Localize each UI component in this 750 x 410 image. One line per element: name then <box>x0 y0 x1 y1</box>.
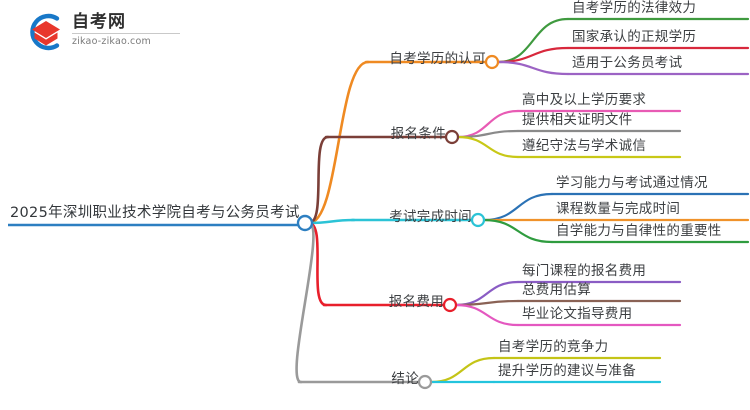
branch-label[interactable]: 报名条件 <box>390 126 446 142</box>
branch-label[interactable]: 自考学历的认可 <box>389 51 486 67</box>
branch-curves <box>295 60 370 384</box>
leaf-label[interactable]: 适用于公务员考试 <box>572 55 683 71</box>
leaf-curve <box>429 356 496 384</box>
leaf-label[interactable]: 学习能力与考试通过情况 <box>556 175 708 191</box>
leaf-curves <box>429 17 570 384</box>
leaf-label[interactable]: 遵纪守法与学术诚信 <box>522 138 647 154</box>
branch-curve <box>307 135 330 225</box>
branch-curve <box>307 60 370 225</box>
node-dots <box>296 54 500 390</box>
branch-node-dot[interactable] <box>417 374 433 390</box>
leaf-curve <box>496 60 570 76</box>
logo-divider <box>72 33 180 34</box>
leaf-label[interactable]: 自考学历的法律效力 <box>572 0 697 16</box>
leaf-label[interactable]: 高中及以上学历要求 <box>522 92 647 108</box>
leaf-underlines <box>492 17 750 384</box>
branch-label[interactable]: 报名费用 <box>388 294 444 310</box>
root-node-label[interactable]: 2025年深圳职业技术学院自考与公务员考试 <box>10 205 300 221</box>
branch-underlines <box>297 60 488 384</box>
leaf-label[interactable]: 自考学历的竞争力 <box>498 339 609 355</box>
leaf-curve <box>454 303 520 327</box>
leaf-label[interactable]: 课程数量与完成时间 <box>556 201 681 217</box>
branch-node-dot[interactable] <box>484 54 500 70</box>
branch-curve <box>295 221 315 384</box>
leaf-label[interactable]: 总费用估算 <box>522 282 591 298</box>
leaf-curve <box>482 192 554 222</box>
leaf-label[interactable]: 毕业论文指导费用 <box>522 306 633 322</box>
leaf-label[interactable]: 国家承认的正规学历 <box>572 29 697 45</box>
leaf-label[interactable]: 提供相关证明文件 <box>522 112 633 128</box>
leaf-curve <box>456 129 520 139</box>
site-logo: 自考网 zikao-zikao.com <box>24 8 184 56</box>
branch-node-dot[interactable] <box>470 212 486 228</box>
leaf-label[interactable]: 自学能力与自律性的重要性 <box>556 223 722 239</box>
branch-node-dot[interactable] <box>442 297 458 313</box>
branch-label[interactable]: 考试完成时间 <box>389 209 472 225</box>
graduation-cap-logo-icon <box>30 13 60 51</box>
leaf-label[interactable]: 每门课程的报名费用 <box>522 263 647 279</box>
branch-label[interactable]: 结论 <box>391 371 419 387</box>
logo-text: 自考网 zikao-zikao.com <box>72 12 182 47</box>
branch-node-dot[interactable] <box>444 129 460 145</box>
leaf-curve <box>482 218 554 244</box>
leaf-curve <box>454 299 520 307</box>
leaf-label[interactable]: 提升学历的建议与准备 <box>498 363 636 379</box>
branch-curve <box>307 218 356 225</box>
logo-domain: zikao-zikao.com <box>72 36 151 47</box>
leaf-curve <box>456 135 520 159</box>
root-node-dot[interactable] <box>296 214 314 232</box>
logo-title: 自考网 <box>72 12 126 32</box>
